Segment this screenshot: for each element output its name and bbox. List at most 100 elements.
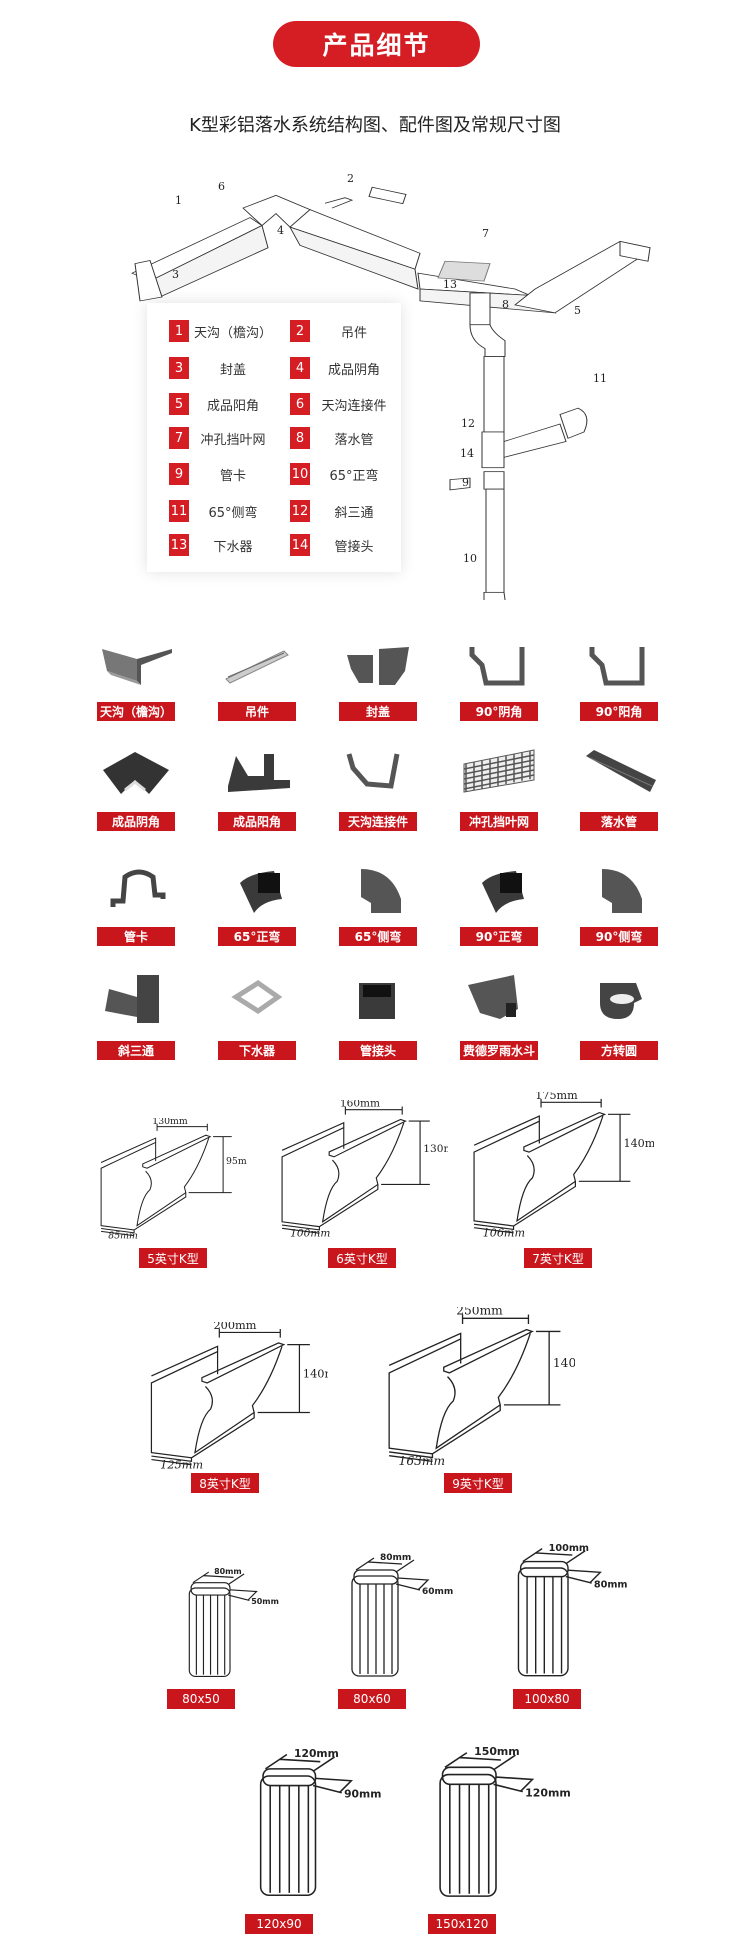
legend-number-badge: 11: [169, 500, 189, 522]
product-label: 封盖: [339, 702, 417, 721]
callout-number: 5: [574, 304, 581, 317]
section-title-badge: 产品细节: [273, 21, 480, 67]
gutter-profile-drawing: 200mm140mm125mm: [150, 1322, 328, 1470]
legend-item: 11 65°侧弯: [169, 500, 277, 522]
product-item: [97, 963, 175, 1035]
hanger-icon: [225, 650, 289, 684]
callout-number: 3: [172, 268, 179, 281]
callout-number: 14: [460, 447, 474, 460]
bottom-width-label: 163mm: [399, 1454, 446, 1467]
gutter-system-drawing: [130, 186, 651, 619]
downpipe-size-label: 120x90: [245, 1914, 313, 1934]
product-item: [97, 640, 175, 694]
legend-label: 65°侧弯: [208, 505, 258, 521]
end-cap-icon: [347, 647, 409, 685]
product-item: [580, 963, 658, 1035]
gutter-size-label: 5英寸K型: [139, 1248, 207, 1268]
product-label: 90°阳角: [580, 702, 658, 721]
gutter-size-label: 7英寸K型: [524, 1248, 592, 1268]
top-width-label: 160mm: [340, 1100, 380, 1109]
height-label: 140mm: [303, 1368, 328, 1381]
depth-label: 90mm: [344, 1787, 381, 1800]
gutter-icon: [102, 649, 172, 685]
product-label: 斜三通: [97, 1041, 175, 1060]
product-item: [580, 640, 658, 694]
product-label: 90°正弯: [460, 927, 538, 946]
downpipe-size-label: 80x50: [167, 1689, 235, 1709]
connector-icon: [346, 753, 400, 789]
legend-label: 天沟（檐沟）: [193, 325, 272, 341]
legend-number-badge: 6: [290, 393, 310, 415]
product-item: [339, 963, 417, 1035]
page-subtitle: K型彩铝落水系统结构图、配件图及常规尺寸图: [189, 115, 561, 136]
product-label: 成品阴角: [97, 812, 175, 831]
callout-number: 2: [347, 172, 354, 185]
callout-number: 4: [277, 224, 284, 237]
downpipe-size-label: 80x60: [338, 1689, 406, 1709]
elbow-icon: [482, 871, 524, 913]
product-item: [97, 860, 175, 918]
gutter-size-label: 8英寸K型: [191, 1473, 259, 1493]
top-width-label: 250mm: [456, 1307, 503, 1318]
gutter-profile-drawing: 250mm 140mm 163mm: [388, 1307, 575, 1467]
callout-number: 1: [175, 194, 182, 207]
product-label: 下水器: [218, 1041, 296, 1060]
callout-number: 11: [593, 372, 607, 385]
top-width-label: 130mm: [152, 1118, 188, 1127]
legend-label: 封盖: [219, 362, 246, 378]
legend-item: 8 落水管: [290, 427, 398, 449]
height-label: 95mm: [226, 1156, 247, 1167]
product-item: [97, 740, 175, 804]
product-item: [580, 740, 658, 804]
legend-label: 冲孔挡叶网: [200, 432, 266, 448]
legend-number-badge: 1: [169, 320, 189, 342]
outside-corner-icon: [228, 754, 290, 792]
legend-label: 管卡: [219, 468, 246, 484]
height-label: 140mm: [623, 1137, 654, 1150]
product-label: 90°阴角: [460, 702, 538, 721]
bottom-width-label: 106mm: [483, 1226, 525, 1238]
product-item: [460, 860, 538, 918]
height-label: 140mm: [553, 1356, 575, 1370]
legend-label: 落水管: [334, 432, 374, 448]
product-item: [339, 740, 417, 804]
legend-number-badge: 3: [169, 357, 189, 379]
outlet-icon: [231, 979, 283, 1015]
downpipe-profile-drawing: 120mm 90mm: [259, 1747, 381, 1897]
depth-label: 80mm: [594, 1579, 628, 1590]
width-label: 120mm: [294, 1747, 339, 1760]
bottom-width-label: 125mm: [160, 1458, 203, 1470]
legend-label: 65°正弯: [329, 468, 379, 484]
legend-item: 3 封盖: [169, 357, 277, 379]
product-item: [218, 640, 296, 694]
legend-label: 管接头: [334, 539, 374, 555]
downpipe-size-label: 150x120: [428, 1914, 496, 1934]
product-item: [339, 860, 417, 918]
bottom-width-label: 100mm: [290, 1227, 330, 1238]
gutter-profile-drawing: 160mm130mm100mm: [281, 1100, 448, 1238]
product-label: 65°侧弯: [339, 927, 417, 946]
product-item: [460, 640, 538, 694]
legend-number-badge: 8: [290, 427, 310, 449]
width-label: 150mm: [474, 1745, 520, 1758]
product-label: 成品阳角: [218, 812, 296, 831]
legend-number-badge: 12: [290, 500, 310, 522]
depth-label: 60mm: [422, 1587, 453, 1597]
legend-label: 成品阳角: [206, 398, 259, 414]
side-elbow-icon: [361, 869, 401, 913]
product-label: 吊件: [218, 702, 296, 721]
hopper-icon: [468, 975, 518, 1019]
legend-label: 成品阴角: [327, 362, 380, 378]
inside-corner-icon: [103, 752, 169, 794]
tee-icon: [105, 975, 159, 1023]
